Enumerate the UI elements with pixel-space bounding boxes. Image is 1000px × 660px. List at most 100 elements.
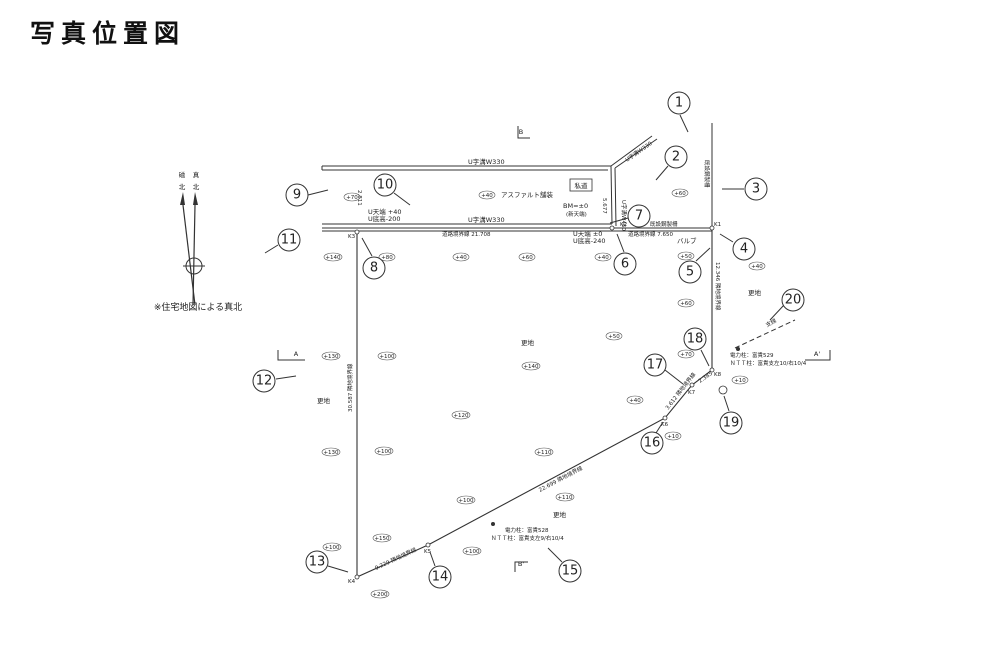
len-k3-left: 2.811 bbox=[356, 190, 362, 206]
corner-k6: K6 bbox=[661, 422, 669, 428]
photo-point-12[interactable]: 12 bbox=[252, 369, 297, 393]
asphalt-label: アスファルト舗装 bbox=[501, 190, 554, 199]
u-bottom-right: U底高-240 bbox=[573, 236, 606, 245]
svg-text:20: 20 bbox=[785, 293, 802, 308]
corner-k3: K3 bbox=[348, 234, 356, 240]
elevation-e9: +50 bbox=[677, 251, 695, 261]
photo-point-19[interactable]: 19 bbox=[719, 395, 743, 435]
ditch-vertical-label: U字溝W460 bbox=[620, 200, 628, 231]
pole-529-ntt: ＮＴＴ柱：富貴支左10/右10/4 bbox=[730, 359, 807, 367]
svg-text:+70: +70 bbox=[346, 195, 358, 201]
svg-text:+100: +100 bbox=[324, 545, 340, 551]
svg-text:+100: +100 bbox=[379, 354, 395, 360]
corner-k7-marker bbox=[689, 382, 695, 388]
photo-point-3[interactable]: 3 bbox=[722, 177, 768, 201]
svg-text:12: 12 bbox=[256, 374, 273, 389]
ditch-diag-label: U字溝W330 bbox=[624, 139, 654, 164]
corner-k2-marker bbox=[609, 225, 615, 231]
photo-point-15[interactable]: 15 bbox=[547, 547, 582, 583]
corner-k8: K8 bbox=[714, 372, 722, 378]
elevation-e16: +70 bbox=[677, 349, 695, 359]
elevation-e6: +40 bbox=[452, 252, 470, 262]
svg-text:+100: +100 bbox=[464, 549, 480, 555]
elevation-e13: +130 bbox=[321, 351, 341, 361]
sarachi-bottom: 更地 bbox=[553, 510, 567, 519]
svg-text:+140: +140 bbox=[325, 255, 341, 261]
north-note: ※住宅地図による真北 bbox=[154, 301, 242, 313]
svg-text:+130: +130 bbox=[323, 354, 339, 360]
photo-point-13[interactable]: 13 bbox=[305, 550, 349, 574]
svg-text:+70: +70 bbox=[680, 352, 692, 358]
u-top-left: U天端 +40 bbox=[368, 207, 402, 216]
photo-point-5[interactable]: 5 bbox=[678, 247, 711, 284]
north-true-label: 真 bbox=[193, 170, 200, 179]
photo-point-1[interactable]: 1 bbox=[667, 91, 691, 133]
photo-point-17[interactable]: 17 bbox=[643, 353, 684, 385]
elevation-e21: +110 bbox=[534, 447, 554, 457]
svg-text:+10: +10 bbox=[734, 378, 746, 384]
svg-text:+200: +200 bbox=[372, 592, 388, 598]
elevation-e24: +100 bbox=[456, 495, 476, 505]
elevation-e12: +50 bbox=[605, 331, 623, 341]
photo-point-8[interactable]: 8 bbox=[361, 237, 386, 280]
pole-528-icon bbox=[491, 522, 495, 526]
elevation-e17: +120 bbox=[451, 410, 471, 420]
photo-point-6[interactable]: 6 bbox=[613, 233, 637, 276]
elevation-e3: +70 bbox=[343, 192, 361, 202]
svg-text:+50: +50 bbox=[608, 334, 620, 340]
photo-point-11[interactable]: 11 bbox=[264, 228, 301, 254]
corner-k2: K2 bbox=[620, 222, 627, 228]
elevation-labels: +40 +60 +70 +140 +80 +40 +60 +40 +50 +40… bbox=[321, 188, 766, 599]
elevation-e4: +140 bbox=[323, 252, 343, 262]
photo-point-7[interactable]: 7 bbox=[609, 204, 651, 228]
svg-text:+60: +60 bbox=[521, 255, 533, 261]
sarachi-center: 更地 bbox=[521, 338, 535, 347]
road-lines bbox=[321, 123, 713, 232]
page-title: 写真位置図 bbox=[30, 19, 186, 48]
svg-text:14: 14 bbox=[432, 570, 449, 585]
section-a-left: A bbox=[294, 350, 299, 358]
private-road-box bbox=[569, 178, 593, 192]
section-b-bottom: B' bbox=[518, 560, 524, 568]
photo-point-4[interactable]: 4 bbox=[719, 233, 756, 261]
ditch-bottom-label: U字溝W330 bbox=[468, 215, 505, 224]
adjacent-small2-label: 9.229 隣地境界線 bbox=[373, 545, 418, 571]
photo-point-20[interactable]: 20 bbox=[769, 288, 805, 321]
corner-k4: K4 bbox=[348, 579, 356, 585]
north-kita-2: 北 bbox=[193, 183, 200, 191]
svg-text:+100: +100 bbox=[458, 498, 474, 504]
corner-k8-marker bbox=[709, 367, 715, 373]
svg-text:4: 4 bbox=[740, 242, 748, 257]
elevation-e7: +60 bbox=[518, 252, 536, 262]
svg-text:+60: +60 bbox=[680, 301, 692, 307]
svg-text:+110: +110 bbox=[536, 450, 552, 456]
svg-text:6: 6 bbox=[621, 257, 629, 272]
section-b-top: B bbox=[519, 128, 523, 136]
svg-text:5: 5 bbox=[686, 265, 694, 280]
lot-boundary bbox=[356, 230, 713, 578]
private-road-label: 私道 bbox=[575, 181, 589, 190]
svg-text:1: 1 bbox=[675, 96, 683, 111]
north-kita-1: 北 bbox=[179, 183, 186, 191]
photo-point-18[interactable]: 18 bbox=[683, 327, 710, 367]
elevation-e1: +40 bbox=[478, 190, 496, 200]
svg-text:+60: +60 bbox=[674, 191, 686, 197]
u-top-right: U天端 ±0 bbox=[573, 229, 602, 238]
svg-text:+40: +40 bbox=[455, 255, 467, 261]
photo-point-2[interactable]: 2 bbox=[655, 145, 688, 181]
corner-k5: K5 bbox=[424, 549, 432, 555]
elevation-e29: +200 bbox=[370, 589, 390, 599]
photo-point-16[interactable]: 16 bbox=[640, 421, 664, 455]
elevation-e14: +100 bbox=[377, 351, 397, 361]
svg-text:+100: +100 bbox=[376, 449, 392, 455]
adjacent-right-label: 12.346 隣地境界線 bbox=[714, 262, 722, 311]
corner-markers bbox=[354, 225, 715, 580]
elevation-e11: +60 bbox=[677, 298, 695, 308]
photo-point-10[interactable]: 10 bbox=[373, 173, 411, 206]
photo-point-9[interactable]: 9 bbox=[285, 183, 329, 207]
svg-text:+10: +10 bbox=[667, 434, 679, 440]
north-mag-label: 磁 bbox=[179, 170, 186, 179]
svg-text:15: 15 bbox=[562, 564, 579, 579]
photo-point-14[interactable]: 14 bbox=[428, 551, 452, 589]
